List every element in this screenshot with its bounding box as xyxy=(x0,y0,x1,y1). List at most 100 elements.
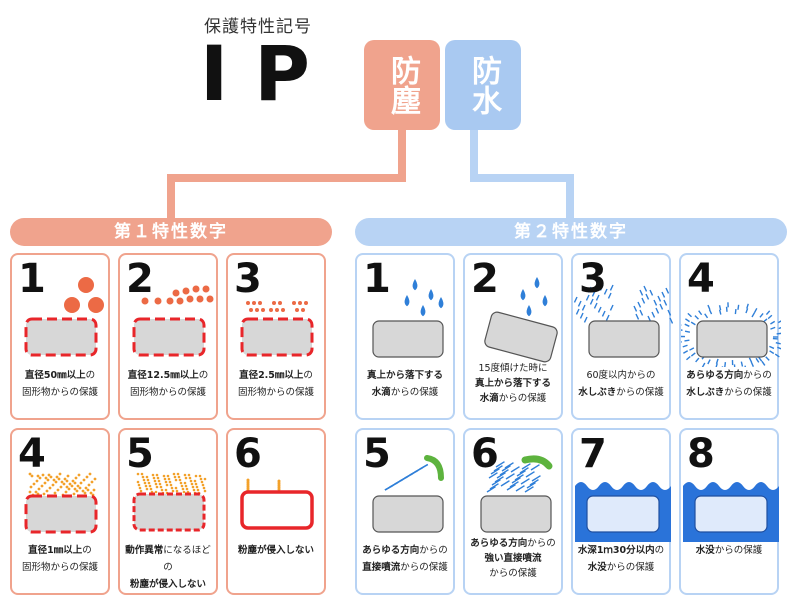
particle xyxy=(183,481,187,485)
particle xyxy=(29,485,33,489)
nozzle-icon xyxy=(521,455,553,470)
spray-dash xyxy=(724,362,727,367)
particle xyxy=(170,486,174,490)
particle xyxy=(143,481,147,485)
rating-description: 動作異常になるほどの粉塵が侵入しない xyxy=(122,542,214,593)
particle xyxy=(138,486,142,490)
particle xyxy=(145,487,149,491)
description-line: 水深1ｍ30分以内の xyxy=(575,542,667,559)
water-illustration xyxy=(372,455,444,533)
particle xyxy=(78,486,82,490)
particle xyxy=(141,297,149,305)
particle xyxy=(76,484,80,488)
particle xyxy=(167,477,171,481)
spray-dash xyxy=(707,359,711,365)
particle xyxy=(158,482,162,486)
particle xyxy=(176,297,184,305)
rating-description: 水深1ｍ30分以内の水没からの保護 xyxy=(575,542,667,576)
spray-dash xyxy=(718,309,722,315)
dust-illustration xyxy=(132,285,214,357)
rating-description: 直径50㎜以上の固形物からの保護 xyxy=(14,367,106,401)
ip-code-title: IP xyxy=(200,29,336,118)
particle xyxy=(93,477,97,481)
particle xyxy=(63,477,67,481)
description-text: からの保護 xyxy=(400,562,448,573)
particle xyxy=(252,301,256,305)
spray-dash xyxy=(511,477,521,484)
spray-dash xyxy=(595,294,600,301)
rating-description: あらゆる方向からの強い直接噴流からの保護 xyxy=(467,536,559,581)
particle xyxy=(301,308,305,312)
spray-dash xyxy=(603,288,608,295)
water-connector-drop xyxy=(566,174,574,218)
spray-dash xyxy=(769,350,775,355)
spray-dash xyxy=(490,468,500,475)
particle xyxy=(258,301,262,305)
particle xyxy=(71,479,75,483)
dust-illustration xyxy=(24,472,98,534)
particle xyxy=(88,297,104,313)
description-emphasis: 水深1ｍ30分以内 xyxy=(577,545,655,556)
water-drop xyxy=(428,289,434,301)
particle xyxy=(177,475,181,479)
spray-dash xyxy=(520,478,530,485)
description-line: 水しぶきからの保護 xyxy=(683,384,775,401)
dust-illustration xyxy=(132,472,207,532)
particle xyxy=(154,297,162,305)
description-line: 固形物からの保護 xyxy=(14,559,106,576)
particle xyxy=(75,489,79,493)
particle xyxy=(37,487,41,491)
particle xyxy=(196,295,204,303)
spray-dash xyxy=(514,474,524,481)
spray-dash xyxy=(715,358,719,364)
particle xyxy=(60,480,64,484)
spray-dash xyxy=(500,480,510,487)
spray-dash xyxy=(667,309,672,316)
particle xyxy=(136,472,140,476)
spray-dash xyxy=(694,315,699,320)
water-drop xyxy=(412,279,418,291)
particle xyxy=(59,485,63,489)
water-drop xyxy=(520,289,526,301)
spray-dash xyxy=(496,472,506,479)
description-text: からの保護 xyxy=(606,562,655,573)
particle xyxy=(149,487,153,491)
spray-dash xyxy=(577,300,582,307)
nozzle-icon xyxy=(424,455,444,481)
particle xyxy=(193,479,197,483)
particle xyxy=(186,295,194,303)
description-text: からの xyxy=(419,545,448,556)
particle xyxy=(41,473,45,477)
spray-dash xyxy=(419,463,429,470)
description-emphasis: あらゆる方向 xyxy=(470,538,528,549)
water-tag: 防水 xyxy=(445,40,521,130)
particle xyxy=(164,488,168,492)
particle xyxy=(196,488,200,492)
spray-dash xyxy=(690,321,696,326)
spray-dash xyxy=(777,346,781,350)
spray-dash xyxy=(770,320,776,325)
rating-description: あらゆる方向からの水しぶきからの保護 xyxy=(683,367,775,401)
spray-dash xyxy=(519,467,529,474)
particle xyxy=(189,479,193,483)
particle xyxy=(261,308,265,312)
particle xyxy=(269,308,273,312)
description-text: からの保護 xyxy=(714,545,763,556)
dust-connector-down xyxy=(398,130,406,180)
particle xyxy=(72,492,76,496)
particle xyxy=(48,486,52,490)
particle xyxy=(73,487,77,491)
particle xyxy=(178,478,182,482)
rating-description: 粉塵が侵入しない xyxy=(230,542,322,559)
description-text: 15度傾けた時に xyxy=(478,363,548,374)
enclosure-box xyxy=(132,317,206,357)
description-emphasis: 水しぶき xyxy=(578,387,617,398)
rating-number: 8 xyxy=(687,431,715,477)
description-line: 真上から落下する xyxy=(467,376,559,391)
enclosure-box xyxy=(586,495,660,533)
particle xyxy=(73,481,77,485)
spray-dash xyxy=(740,361,744,367)
